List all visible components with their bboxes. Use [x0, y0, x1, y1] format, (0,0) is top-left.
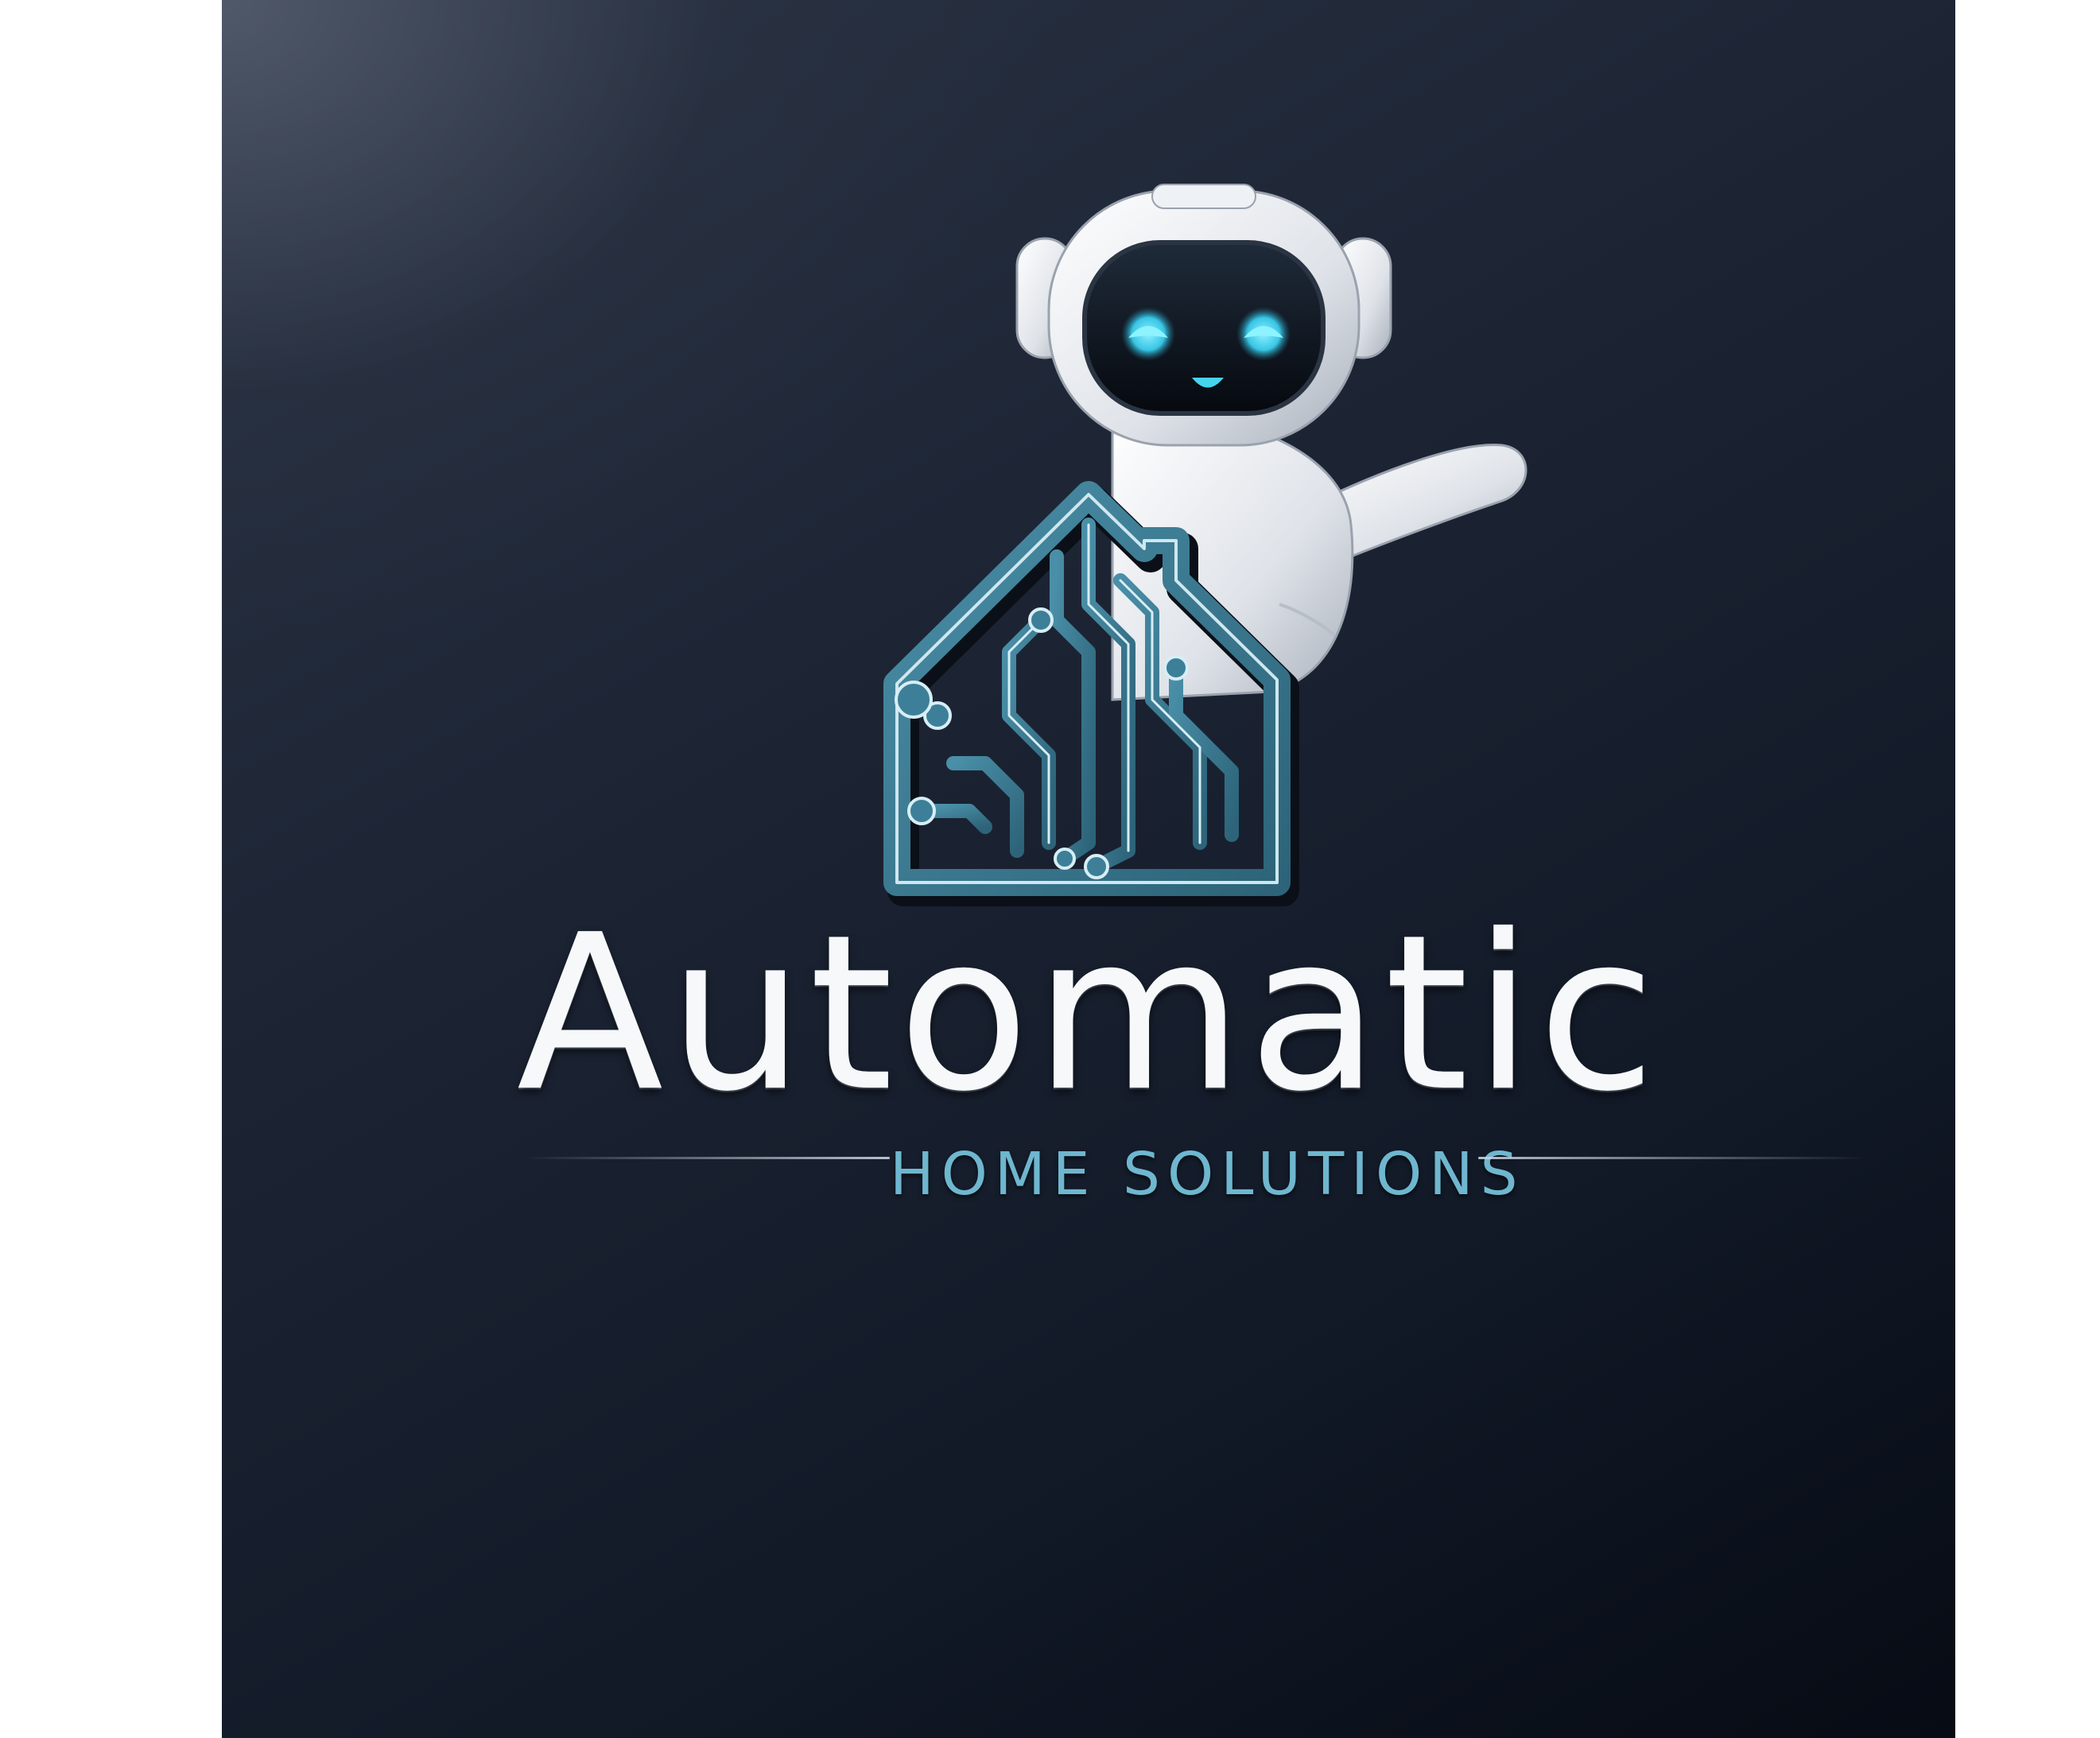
tagline-row: HOME SOLUTIONS	[222, 1145, 1955, 1216]
tagline-divider-left	[524, 1157, 890, 1159]
logo-panel: Automatic HOME SOLUTIONS	[222, 0, 1955, 1738]
robot-mascot-icon	[1015, 184, 1527, 701]
brand-tagline: HOME SOLUTIONS	[890, 1140, 1525, 1208]
logo-artwork	[883, 184, 1527, 906]
tagline-divider-right	[1478, 1157, 1868, 1159]
circuit-house-icon	[883, 481, 1309, 906]
brand-title: Automatic	[516, 888, 1661, 1139]
